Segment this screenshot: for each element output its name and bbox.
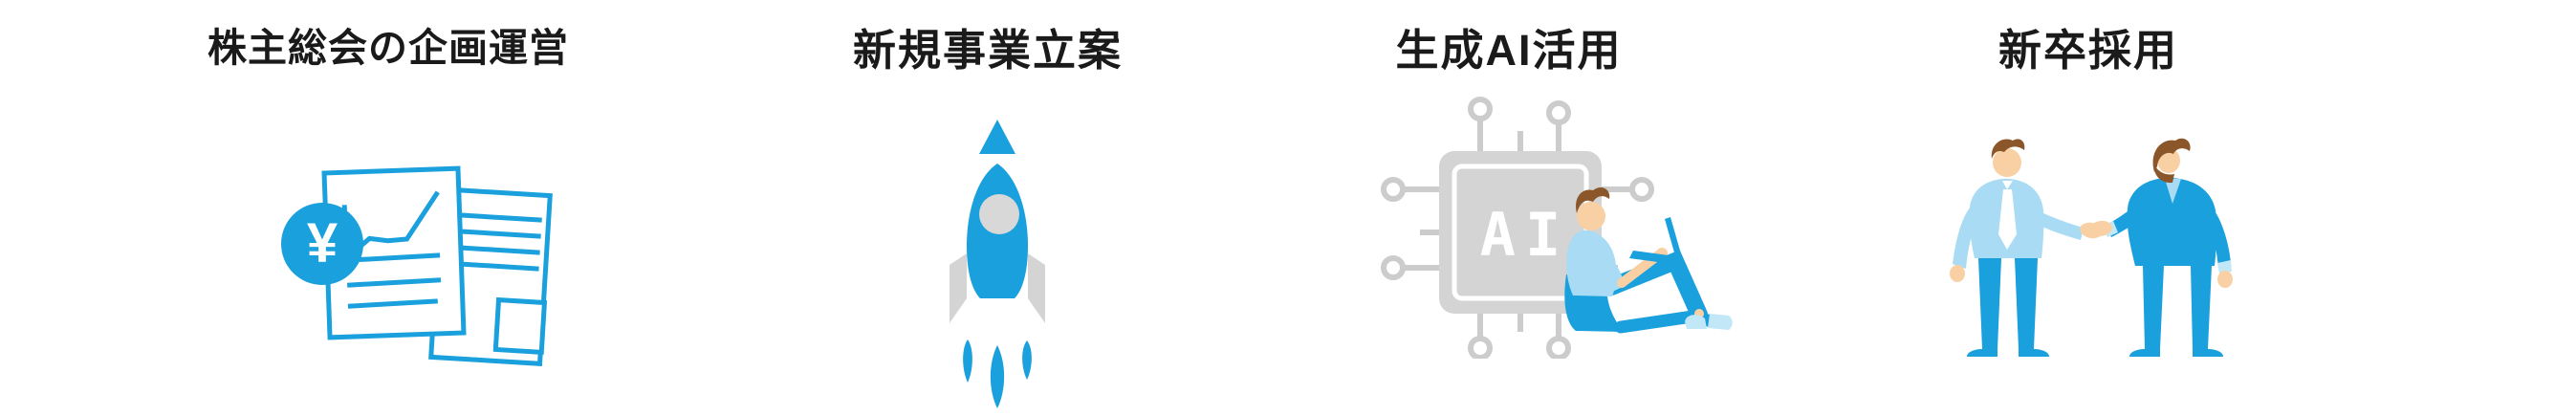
right-man-cuff — [2217, 260, 2232, 274]
laptop-screen — [1665, 217, 1682, 259]
left-man-tie — [1998, 189, 2017, 250]
left-man-leg-left — [1978, 258, 2001, 349]
person-hair — [1576, 186, 1610, 213]
person-bent-leg — [1603, 250, 1708, 323]
rocket-window — [979, 194, 1019, 234]
right-man-collar — [2165, 179, 2181, 204]
left-man-leg-right — [2015, 258, 2038, 349]
right-man-torso — [2127, 178, 2217, 266]
person-left — [1950, 139, 2084, 357]
right-man-leg-right — [2191, 266, 2212, 349]
person-right — [2103, 138, 2233, 357]
handshake-illustration — [1950, 138, 2233, 357]
right-man-beard — [2153, 163, 2174, 184]
card-title-generative-ai: 生成AI活用 — [1395, 26, 1623, 75]
yen-badge: ¥ — [281, 203, 363, 285]
rocket-illustration — [950, 120, 1045, 408]
right-man-leg-left — [2143, 266, 2164, 349]
left-man-hand-down — [1950, 265, 1965, 282]
rocket-fin-left — [950, 253, 967, 323]
laptop-base — [1629, 251, 1683, 265]
person-with-laptop — [1564, 186, 1733, 334]
left-man-shaking-arm — [2038, 212, 2084, 240]
yen-symbol: ¥ — [307, 211, 338, 274]
documents-yen-illustration: ¥ — [281, 165, 553, 366]
person-head — [1577, 202, 1605, 230]
person-near-shoe — [1685, 315, 1707, 329]
left-man-head — [1993, 148, 2021, 177]
rocket-fin-right — [1028, 253, 1045, 323]
rocket-nose-cone — [979, 120, 1015, 154]
person-far-shoe — [1708, 314, 1733, 330]
card-title-recruiting: 新卒採用 — [1997, 26, 2178, 75]
ai-chip-person-illustration: AI — [1381, 97, 1733, 359]
circuit-traces — [1381, 97, 1654, 359]
card-title-shareholders-meeting: 株主総会の企画運営 — [207, 26, 569, 70]
left-man-tie-knot — [2002, 181, 2013, 189]
card-title-new-business: 新規事業立案 — [852, 26, 1123, 75]
rocket-flame-left — [963, 339, 972, 383]
ai-chip-label: AI — [1480, 200, 1571, 270]
right-man-foot-right — [2193, 349, 2223, 357]
person-torso — [1566, 230, 1617, 296]
rocket-flame-middle — [990, 345, 1005, 408]
right-man-hair — [2152, 138, 2191, 172]
right-man-hand-down — [2217, 271, 2233, 288]
right-man-foot-left — [2129, 349, 2160, 357]
left-man-foot-left — [1967, 349, 1997, 357]
document-photo-box — [492, 296, 548, 356]
handshake-hands — [2080, 220, 2112, 239]
left-man-hair — [1991, 139, 2025, 159]
rocket-flame-right — [1022, 340, 1032, 380]
left-man-foot-right — [2019, 349, 2049, 357]
